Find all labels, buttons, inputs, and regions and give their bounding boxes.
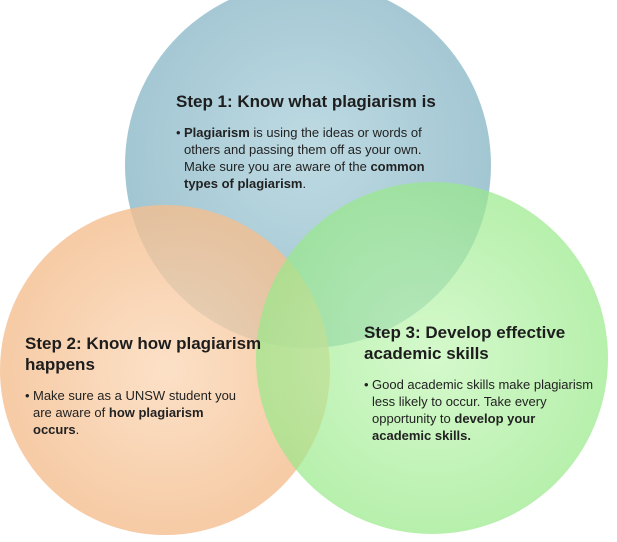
step-3-text-part: Good academic skills make plagiarism les… bbox=[372, 377, 594, 426]
step-1-text-end: . bbox=[302, 176, 307, 191]
step-1-bullet: • Plagiarism is using the ideas or words… bbox=[176, 124, 446, 192]
step-2-text: Step 2: Know how plagiarism happens • Ma… bbox=[25, 333, 265, 438]
step-1-text: Step 1: Know what plagiarism is • Plagia… bbox=[168, 91, 458, 192]
step-1-title: Step 1: Know what plagiarism is bbox=[176, 92, 436, 111]
step-2-description: Make sure as a UNSW student you are awar… bbox=[33, 387, 250, 438]
bullet-icon: • bbox=[364, 377, 369, 392]
step-2-text-part: Make sure as a UNSW student you are awar… bbox=[33, 388, 237, 420]
term-plagiarism: Plagiarism bbox=[184, 125, 250, 140]
step-2-text-end: . bbox=[75, 422, 80, 437]
develop-skills-phrase: develop your academic skills. bbox=[372, 411, 536, 443]
bullet-icon: • bbox=[25, 388, 30, 403]
how-plagiarism-occurs-phrase: how plagiarism occurs bbox=[33, 405, 204, 437]
step-2-bullet: • Make sure as a UNSW student you are aw… bbox=[25, 387, 250, 438]
circle-step3 bbox=[256, 182, 608, 534]
step-2-title: Step 2: Know how plagiarism happens bbox=[25, 334, 262, 374]
circle-step2 bbox=[0, 205, 330, 535]
step-3-description: Good academic skills make plagiarism les… bbox=[372, 376, 594, 444]
common-types-phrase: common types of plagiarism bbox=[184, 159, 425, 191]
step-1-description: Plagiarism is using the ideas or words o… bbox=[184, 124, 446, 192]
step-3-title: Step 3: Develop effective academic skill… bbox=[364, 323, 566, 363]
step-1-text-part: is using the ideas or words of others an… bbox=[184, 125, 422, 174]
step-3-bullet: • Good academic skills make plagiarism l… bbox=[364, 376, 594, 444]
step-3-text: Step 3: Develop effective academic skill… bbox=[364, 322, 614, 444]
bullet-icon: • bbox=[176, 125, 181, 140]
